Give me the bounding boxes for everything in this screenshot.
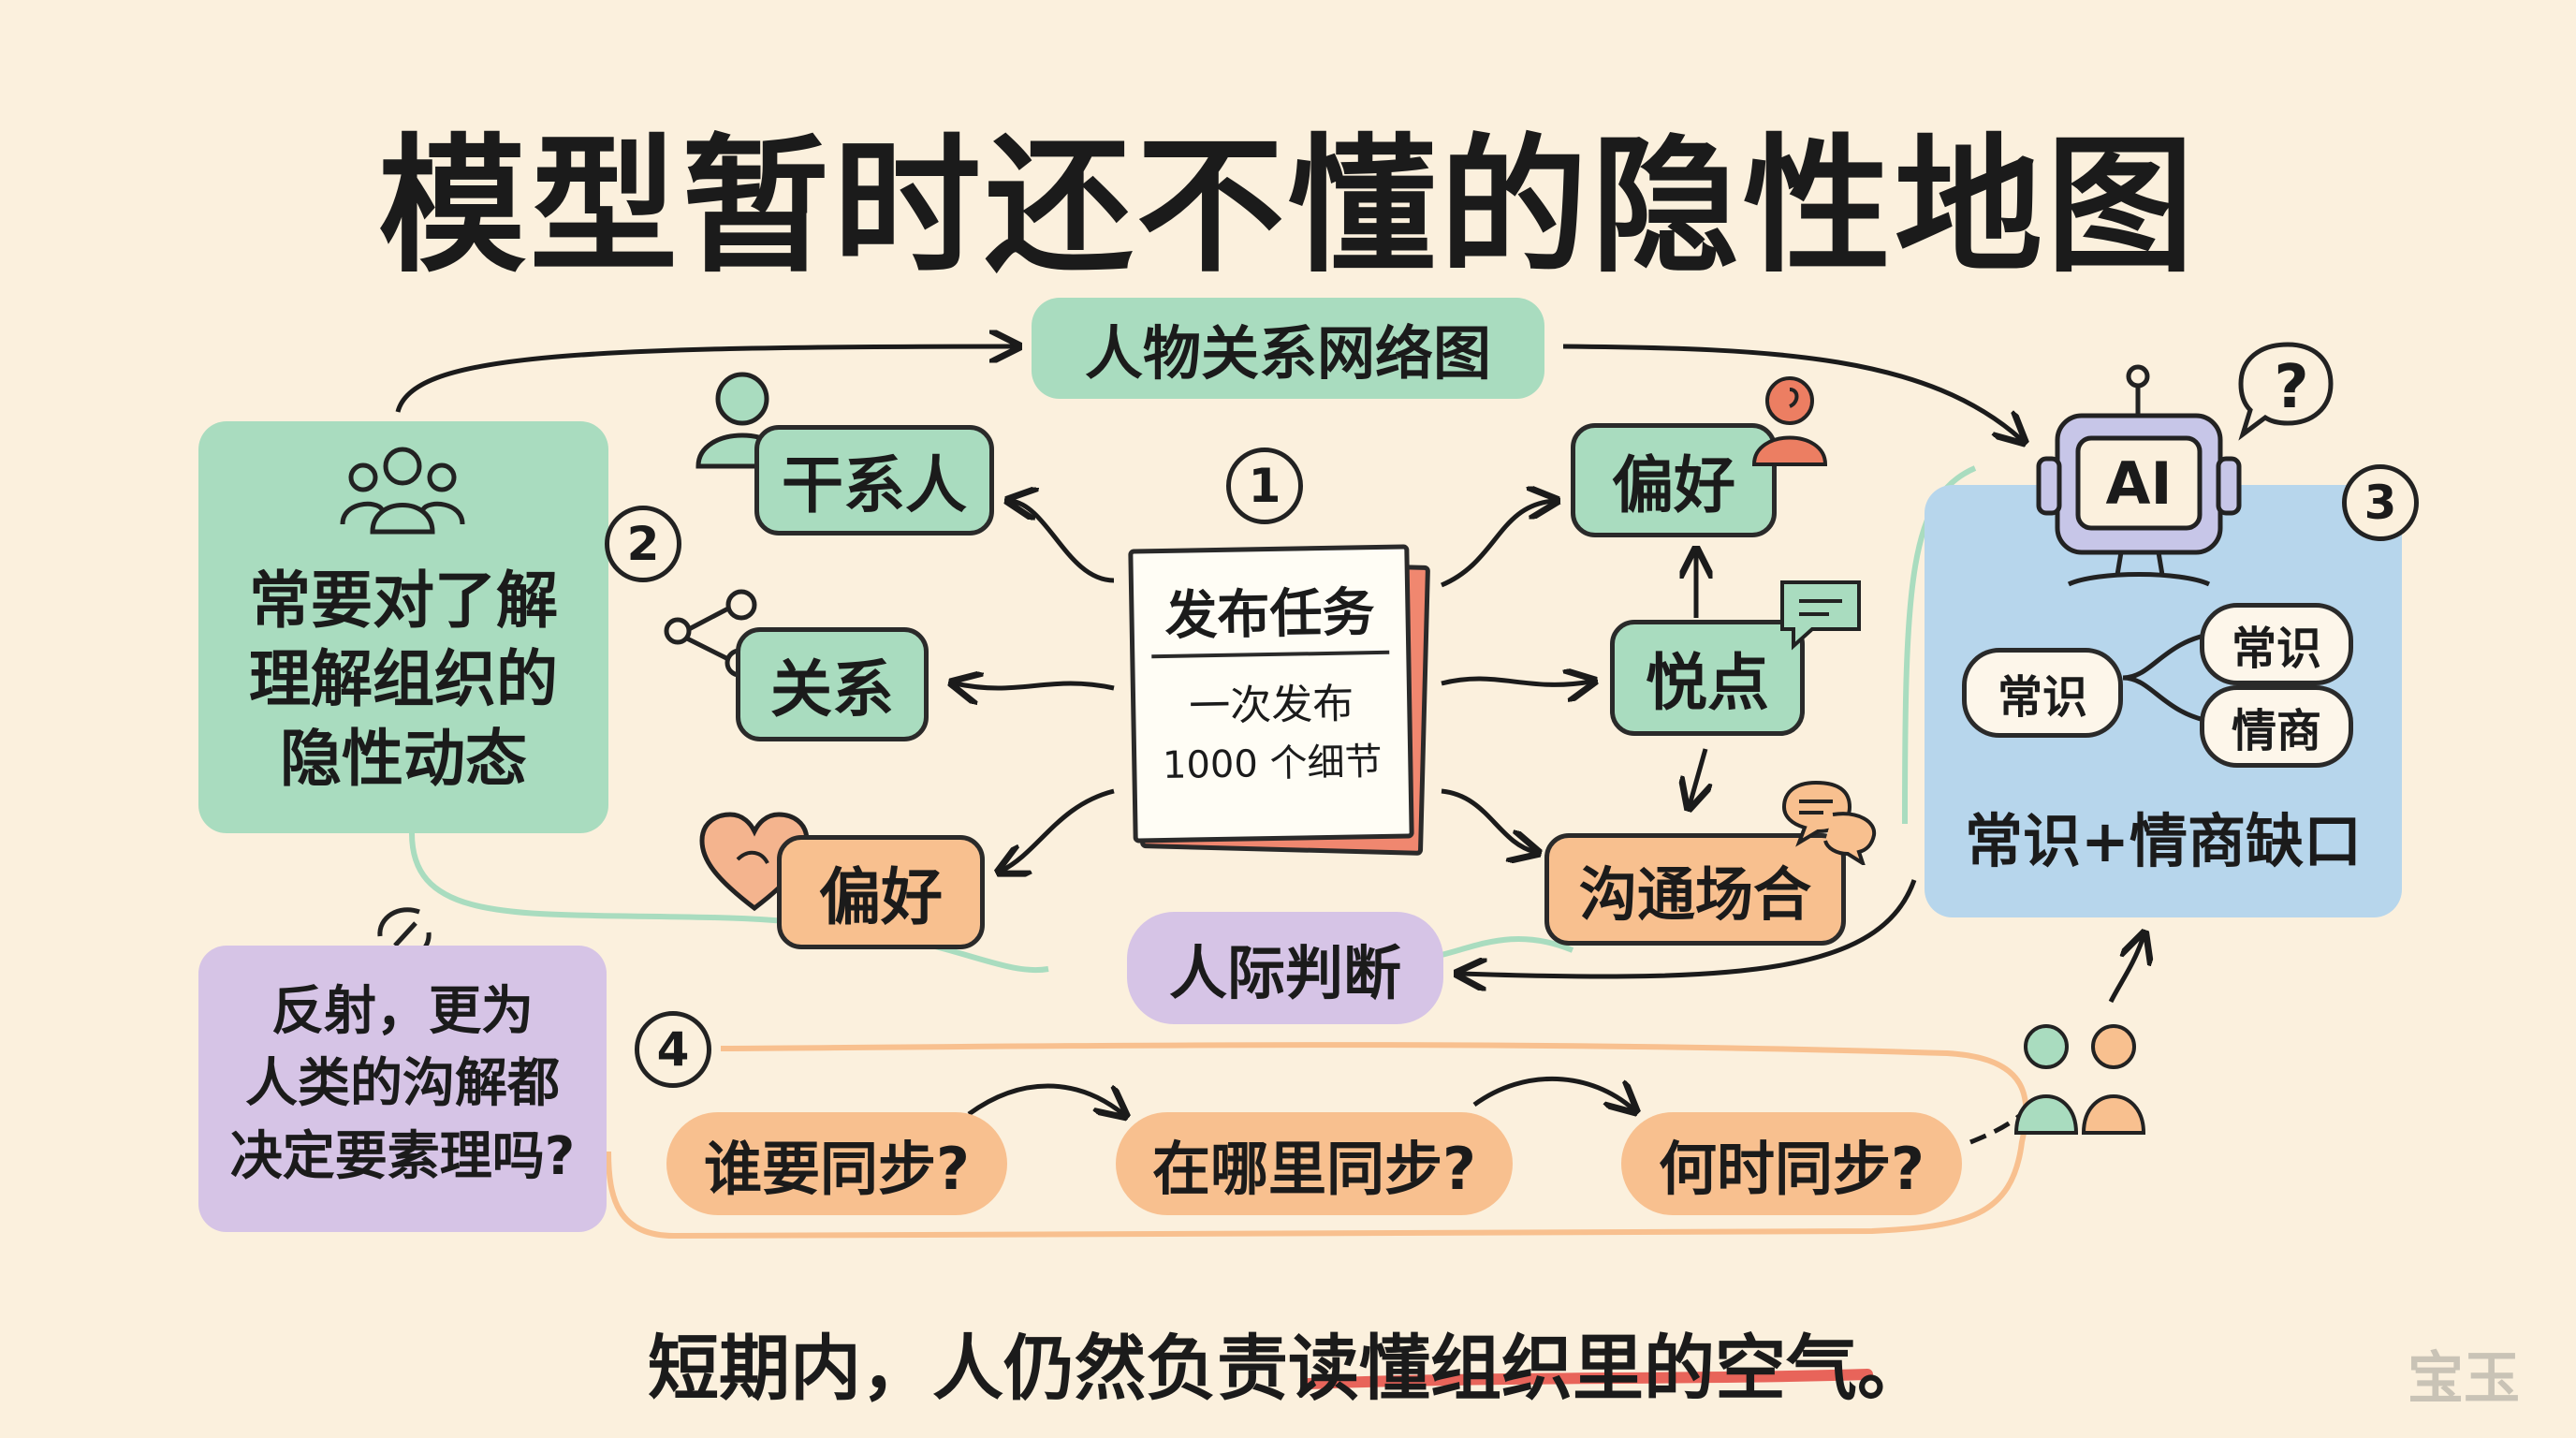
person-thinking-icon <box>1751 376 1828 466</box>
speech-bubbles-icon <box>1781 780 1877 865</box>
mindmap-branch-eq: 情商 <box>2200 685 2353 768</box>
mindmap-root: 常识 <box>1962 648 2123 738</box>
step-number-3: 3 <box>2342 464 2419 541</box>
panel-reflection <box>198 946 607 1232</box>
node-interpersonal-judgement: 人际判断 <box>1127 912 1443 1024</box>
sync-where: 在哪里同步? <box>1116 1112 1513 1215</box>
panel-left-line-3: 隐性动态 <box>280 722 527 795</box>
panel-reflect-line-2: 人类的沟解都 <box>245 1053 560 1115</box>
sync-who: 谁要同步? <box>666 1112 1007 1215</box>
node-relations: 关系 <box>736 627 929 741</box>
question-bubble-icon <box>2238 342 2334 441</box>
mindmap-branch-common-sense: 常识 <box>2200 603 2353 685</box>
people-group-icon <box>340 447 465 535</box>
panel-reflect-line-1: 反射，更为 <box>271 981 534 1042</box>
page-title: 模型暂时还不懂的隐性地图 <box>378 121 2198 293</box>
node-preference-left: 偏好 <box>777 835 985 949</box>
question-mark: ? <box>2274 353 2309 422</box>
panel-left-line-2: 理解组织的 <box>249 643 558 716</box>
sync-when: 何时同步? <box>1621 1112 1962 1215</box>
panel-reflect-line-3: 决定要素理吗? <box>229 1125 576 1187</box>
node-pleasure-point: 悦点 <box>1610 620 1805 736</box>
task-title: 发布任务 <box>1164 582 1376 647</box>
node-preference-right: 偏好 <box>1571 423 1777 537</box>
node-stakeholder: 干系人 <box>754 425 994 536</box>
step-number-2: 2 <box>605 506 681 582</box>
chat-bubble-icon <box>1780 580 1861 651</box>
footer-summary: 短期内，人仍然负责读懂组织里的空气。 <box>648 1327 1928 1410</box>
node-communication-setting: 沟通场合 <box>1544 833 1846 946</box>
task-line-1: 一次发布 <box>1188 680 1354 731</box>
ai-gap-caption: 常识+情商缺口 <box>1965 807 2362 875</box>
ai-label: AI <box>2105 448 2173 518</box>
panel-left-line-1: 常要对了解 <box>249 565 558 637</box>
step-number-4: 4 <box>635 1011 711 1088</box>
node-relationship-map: 人物关系网络图 <box>1032 298 1544 399</box>
robot-ai-icon <box>2036 364 2242 587</box>
note-divider <box>1151 650 1390 659</box>
panel-org-dynamics <box>198 421 608 833</box>
task-line-2: 1000 个细节 <box>1162 740 1383 788</box>
two-people-icon <box>2013 1024 2146 1135</box>
task-note: 发布任务 一次发布 1000 个细节 <box>1128 544 1414 844</box>
watermark: 宝玉 <box>2408 1346 2520 1412</box>
step-number-1: 1 <box>1226 448 1303 524</box>
